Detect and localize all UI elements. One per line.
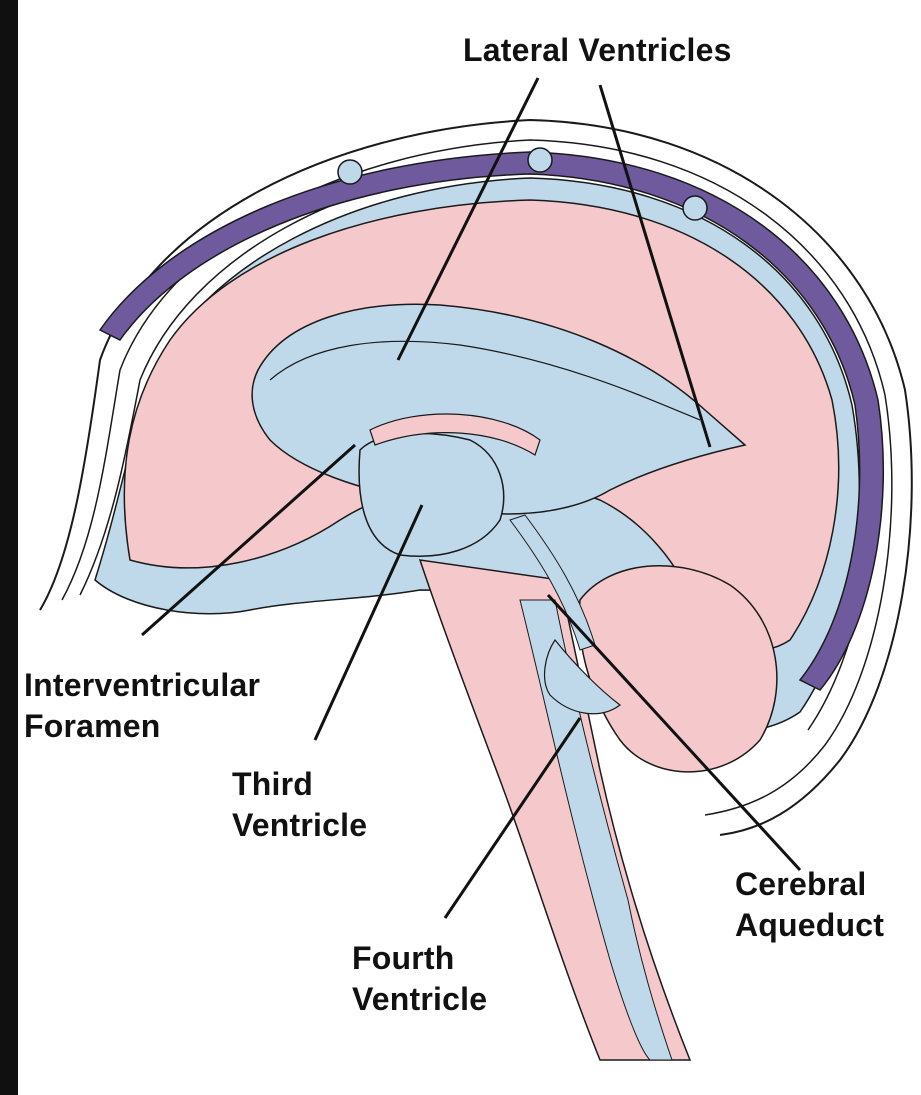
label-lateral-ventricles: Lateral Ventricles [463,30,732,71]
arachnoid-granulation [338,160,362,184]
label-line: Fourth [352,938,487,979]
arachnoid-granulation [683,196,707,220]
label-line: Third [232,764,367,805]
arachnoid-granulation [528,148,552,172]
label-third-ventricle: Third Ventricle [232,764,367,846]
label-line: Aqueduct [735,905,884,946]
label-cerebral-aqueduct: Cerebral Aqueduct [735,864,884,946]
label-line: Foramen [24,706,260,747]
label-line: Ventricle [232,805,367,846]
label-line: Cerebral [735,864,884,905]
label-line: Ventricle [352,979,487,1020]
third-ventricle [359,433,504,556]
label-line: Interventricular [24,665,260,706]
label-line: Lateral Ventricles [463,30,732,71]
label-interventricular-foramen: Interventricular Foramen [24,665,260,747]
label-fourth-ventricle: Fourth Ventricle [352,938,487,1020]
